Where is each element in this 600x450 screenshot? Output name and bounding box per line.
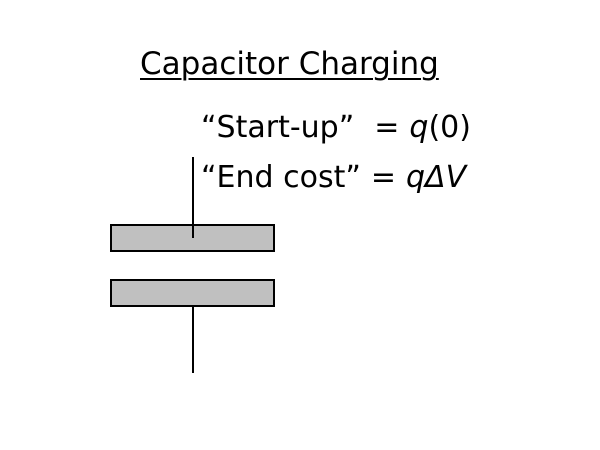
equals-sign: = [374, 110, 400, 145]
variable-symbol: q [409, 110, 429, 145]
equation-label: “End cost” [201, 160, 361, 195]
equation-end-cost: “End cost” = qΔV [201, 158, 466, 198]
equation-start-up: “Start-up” = q(0) [201, 108, 471, 148]
bottom-capacitor-plate [110, 279, 275, 307]
variable-symbol: qΔV [406, 160, 467, 195]
equation-label: “Start-up” [201, 110, 355, 145]
equals-sign: = [370, 160, 397, 195]
equation-argument: (0) [428, 110, 471, 145]
slide-title: Capacitor Charging [140, 46, 439, 82]
